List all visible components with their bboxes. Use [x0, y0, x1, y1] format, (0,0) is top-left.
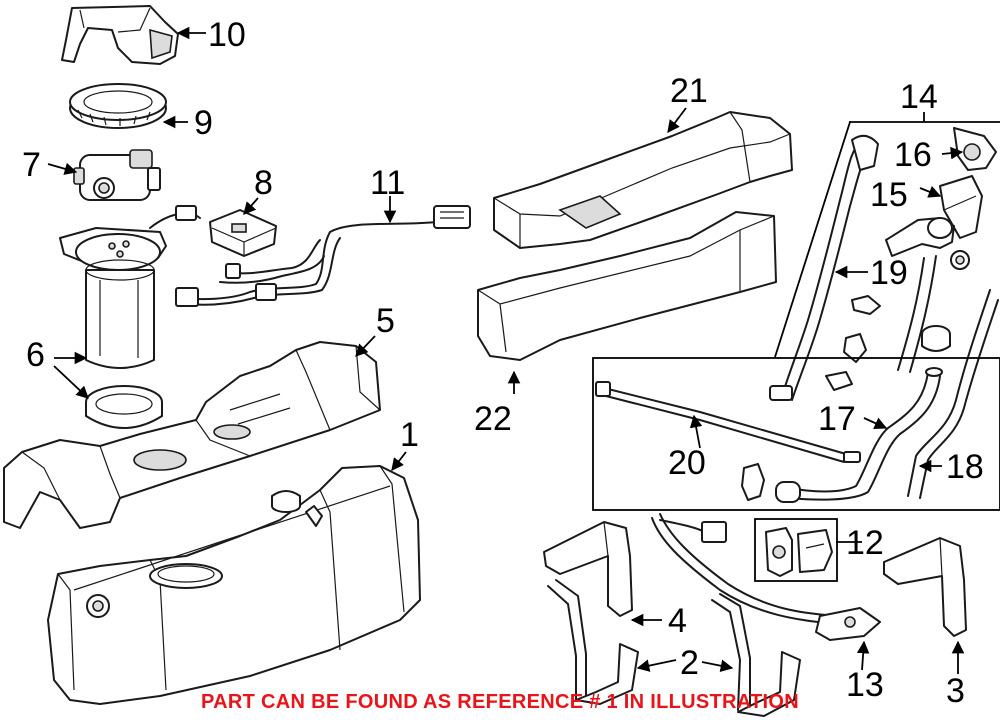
part-1-fuel-tank[interactable]: [47, 465, 421, 705]
callout-22: 22: [474, 400, 512, 438]
part-20-group-box: [592, 357, 1000, 511]
part-10-cover: [61, 5, 179, 65]
callout-17: 17: [818, 400, 856, 438]
callout-7: 7: [22, 146, 41, 184]
callout-15: 15: [870, 176, 908, 214]
callout-8: 8: [254, 164, 273, 202]
part-14-filler-group: [769, 121, 1000, 499]
callout-13: 13: [846, 666, 884, 704]
callout-10: 10: [208, 16, 246, 54]
callout-11: 11: [370, 164, 405, 202]
callout-5: 5: [376, 302, 395, 340]
reference-notice: PART CAN BE FOUND AS REFERENCE # 1 IN IL…: [201, 691, 799, 713]
part-21-shield: [493, 111, 793, 249]
part-13-vent-line: [651, 513, 881, 641]
callout-3: 3: [946, 672, 965, 710]
callout-9: 9: [194, 104, 213, 142]
callout-12: 12: [846, 524, 884, 562]
part-4-bracket: [543, 521, 633, 617]
callout-16: 16: [894, 136, 932, 174]
part-9-lock-ring: [69, 83, 167, 129]
part-3-bracket: [883, 537, 967, 637]
part-22-shield: [477, 211, 777, 361]
part-6-pump-module: [59, 205, 201, 429]
callout-6: 6: [26, 336, 45, 374]
callout-20: 20: [668, 444, 706, 482]
callout-21: 21: [670, 72, 708, 110]
callout-4: 4: [668, 602, 687, 640]
part-8-module: [209, 209, 277, 257]
callout-lines: [47, 26, 965, 674]
callout-18: 18: [946, 448, 984, 486]
callout-1: 1: [400, 416, 419, 454]
part-7-regulator: [73, 149, 161, 201]
callout-2: 2: [680, 644, 699, 682]
part-5-shield: [3, 341, 381, 529]
part-2-straps: [547, 579, 801, 717]
callout-numbers: 10 9 7 8 11 5 6 1 21 22 14 16 15 19 17 1…: [22, 16, 984, 710]
part-11-harness: [175, 205, 471, 307]
callout-19: 19: [870, 254, 908, 292]
callout-14: 14: [900, 78, 938, 116]
part-12-clips: [754, 518, 838, 582]
